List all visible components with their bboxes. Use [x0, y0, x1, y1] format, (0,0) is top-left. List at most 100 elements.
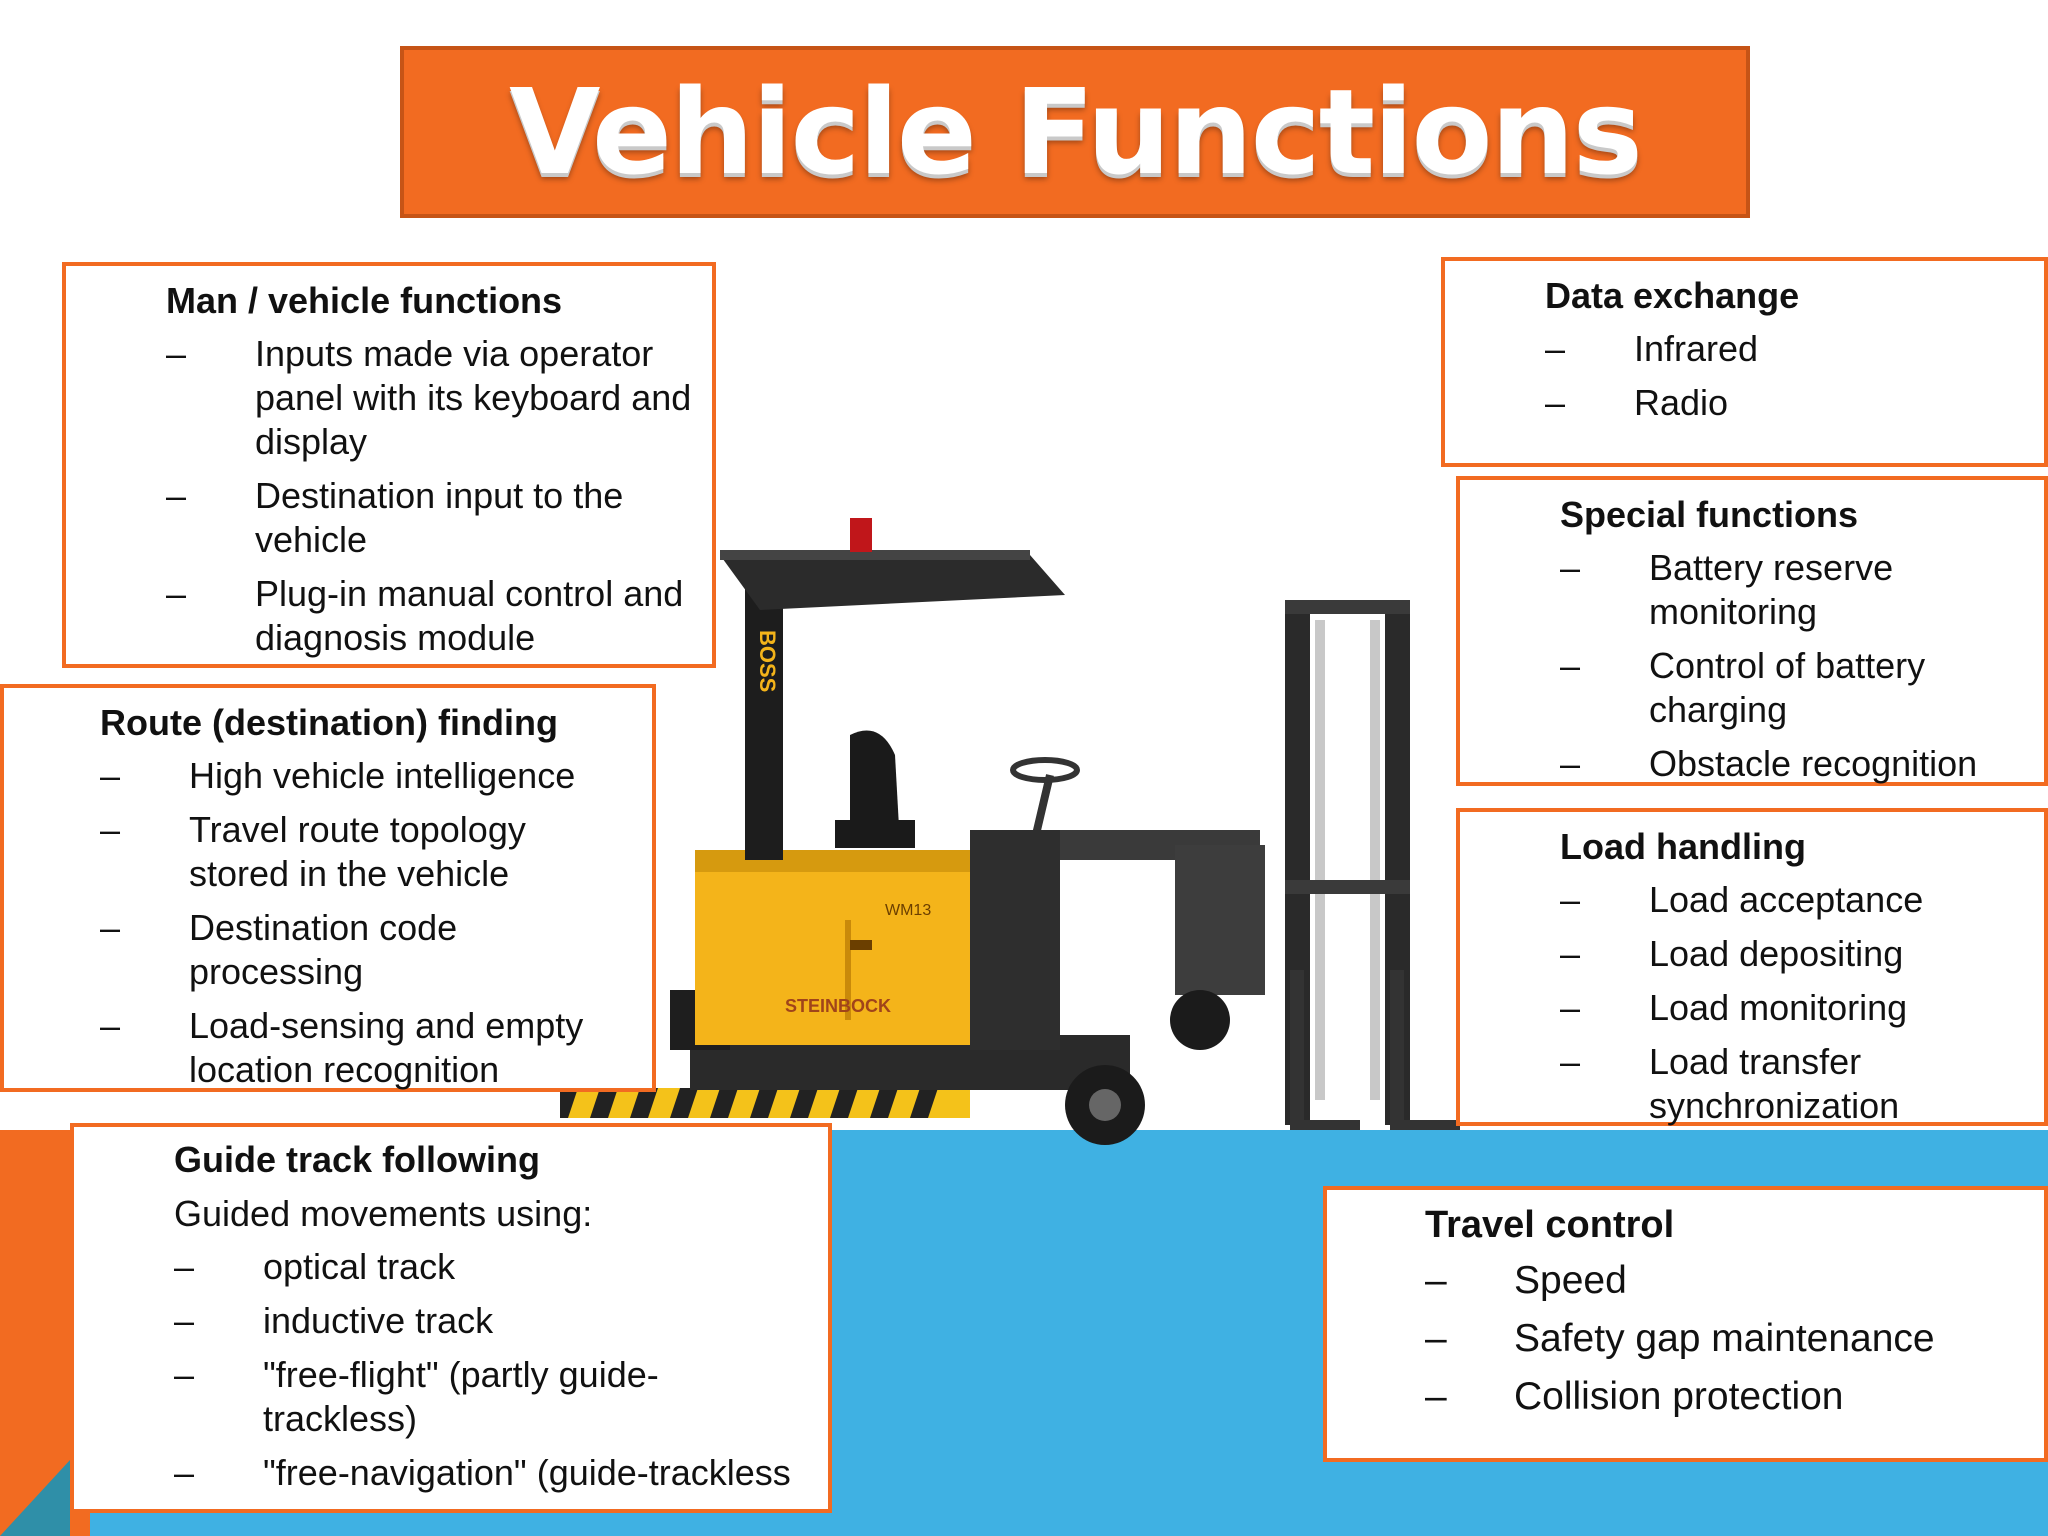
dash-bullet: –	[100, 755, 121, 796]
dash-bullet: –	[174, 1246, 195, 1287]
warning-beacon	[850, 518, 872, 552]
dash-bullet: –	[100, 907, 121, 948]
dash-bullet: –	[100, 809, 121, 850]
dash-bullet: –	[1560, 1041, 1581, 1082]
data-exchange-list: – Infrared – Radio	[1545, 327, 2024, 425]
list-item-text: Safety gap maintenance	[1514, 1317, 1935, 1360]
list-item: – "free-flight" (partly guide-trackless)	[174, 1353, 808, 1441]
dash-bullet: –	[1545, 382, 1566, 423]
dash-bullet: –	[174, 1452, 195, 1493]
travel-control-box: Travel control – Speed – Safety gap mainte…	[1323, 1186, 2048, 1462]
agv-forklift-illustration: WM13 STEINBOCK BOSS	[560, 518, 1460, 1145]
list-item: – "free-navigation" (guide-trackless	[174, 1451, 808, 1495]
guide-track-heading: Guide track following	[174, 1139, 541, 1180]
special-functions-box: Special functions – Battery reserve monit…	[1456, 476, 2048, 786]
guide-track-intro: Guided movements using:	[174, 1193, 593, 1234]
list-item: – High vehicle intelligence	[100, 754, 632, 798]
hazard-stripe-bumper	[560, 1088, 970, 1118]
man-vehicle-list: – Inputs made via operator panel with its…	[166, 332, 692, 660]
data-exchange-box: Data exchange – Infrared – Radio	[1441, 257, 2048, 467]
travel-control-list: – Speed – Safety gap maintenance – Collisio…	[1425, 1258, 2024, 1420]
list-item-text: Infrared	[1634, 328, 1759, 369]
teal-corner-triangle	[0, 1460, 70, 1536]
man-vehicle-functions-box: Man / vehicle functions – Inputs made via…	[62, 262, 716, 668]
list-item-text: Load monitoring	[1649, 987, 1908, 1028]
dash-bullet: –	[174, 1354, 195, 1395]
list-item-text: Battery reserve monitoring	[1649, 547, 1894, 632]
list-item: – Collision protection	[1425, 1374, 2024, 1420]
list-item-text: Destination input to the vehicle	[255, 475, 624, 560]
model-label: WM13	[885, 902, 931, 919]
maker-label: STEINBOCK	[785, 996, 891, 1016]
list-item: – Load monitoring	[1560, 986, 2024, 1030]
list-item-text: Radio	[1634, 382, 1729, 423]
list-item-text: optical track	[263, 1246, 456, 1287]
dash-bullet: –	[1560, 987, 1581, 1028]
load-handling-heading: Load handling	[1560, 826, 1806, 867]
dash-bullet: –	[1560, 879, 1581, 920]
list-item: – Load-sensing and empty location recogni…	[100, 1004, 632, 1092]
list-item: – Inputs made via operator panel with its…	[166, 332, 692, 464]
list-item-text: Load depositing	[1649, 933, 1904, 974]
dash-bullet: –	[1560, 743, 1581, 784]
special-list: – Battery reserve monitoring – Control of …	[1560, 546, 2024, 786]
dash-bullet: –	[1560, 547, 1581, 588]
dash-bullet: –	[1425, 1259, 1447, 1302]
list-item: – Control of battery charging	[1560, 644, 2024, 732]
list-item-text: Plug-in manual control and diagnosis mod…	[255, 573, 684, 658]
dash-bullet: –	[166, 475, 187, 516]
title-banner: Vehicle Functions	[400, 46, 1750, 218]
special-heading: Special functions	[1560, 494, 1859, 535]
route-finding-box: Route (destination) finding – High vehicl…	[0, 684, 656, 1092]
list-item-text: Load-sensing and empty location recognit…	[189, 1005, 584, 1090]
list-item-text: inductive track	[263, 1300, 494, 1341]
list-item: – Load acceptance	[1560, 878, 2024, 922]
travel-control-heading: Travel control	[1425, 1204, 1675, 1246]
list-item-text: Inputs made via operator panel with its …	[255, 333, 692, 462]
list-item: – Destination code processing	[100, 906, 632, 994]
list-item-text: Travel route topology stored in the vehi…	[189, 809, 526, 894]
route-heading: Route (destination) finding	[100, 702, 558, 743]
list-item: – Speed	[1425, 1258, 2024, 1304]
dash-bullet: –	[1560, 645, 1581, 686]
list-item: – optical track	[174, 1245, 808, 1289]
list-item-text: Collision protection	[1514, 1375, 1844, 1418]
list-item-text: "free-navigation" (guide-trackless	[263, 1452, 791, 1493]
list-item: – Obstacle recognition	[1560, 742, 2024, 786]
list-item: – Safety gap maintenance	[1425, 1316, 2024, 1362]
list-item-text: Speed	[1514, 1259, 1627, 1302]
route-list: – High vehicle intelligence – Travel route…	[100, 754, 632, 1092]
dash-bullet: –	[166, 573, 187, 614]
load-handling-list: – Load acceptance – Load depositing – Load …	[1560, 878, 2024, 1128]
brand-label: BOSS	[755, 630, 780, 692]
list-item-text: Destination code processing	[189, 907, 458, 992]
list-item-text: Load transfer synchronization	[1649, 1041, 1900, 1126]
list-item: – Load depositing	[1560, 932, 2024, 976]
load-handling-box: Load handling – Load acceptance – Load dep…	[1456, 808, 2048, 1126]
list-item: – Travel route topology stored in the veh…	[100, 808, 632, 896]
list-item: – Destination input to the vehicle	[166, 474, 692, 562]
dash-bullet: –	[100, 1005, 121, 1046]
dash-bullet: –	[1425, 1375, 1447, 1418]
dash-bullet: –	[1545, 328, 1566, 369]
dash-bullet: –	[1560, 933, 1581, 974]
list-item: – Load transfer synchronization	[1560, 1040, 2024, 1128]
dash-bullet: –	[174, 1300, 195, 1341]
man-vehicle-heading: Man / vehicle functions	[166, 280, 563, 321]
list-item: – Battery reserve monitoring	[1560, 546, 2024, 634]
list-item: – Infrared	[1545, 327, 2024, 371]
data-exchange-heading: Data exchange	[1545, 275, 1800, 316]
list-item: – Radio	[1545, 381, 2024, 425]
guide-track-box: Guide track following Guided movements u…	[70, 1123, 832, 1513]
list-item-text: Obstacle recognition	[1649, 743, 1978, 784]
list-item-text: Load acceptance	[1649, 879, 1924, 920]
page-title: Vehicle Functions	[509, 63, 1643, 201]
list-item-text: Control of battery charging	[1649, 645, 1926, 730]
dash-bullet: –	[1425, 1317, 1447, 1360]
list-item-text: High vehicle intelligence	[189, 755, 576, 796]
dash-bullet: –	[166, 333, 187, 374]
list-item-text: "free-flight" (partly guide-trackless)	[263, 1354, 659, 1439]
list-item: – Plug-in manual control and diagnosis mo…	[166, 572, 692, 660]
list-item: – inductive track	[174, 1299, 808, 1343]
guide-track-list: – optical track – inductive track – "free-f…	[174, 1245, 808, 1495]
